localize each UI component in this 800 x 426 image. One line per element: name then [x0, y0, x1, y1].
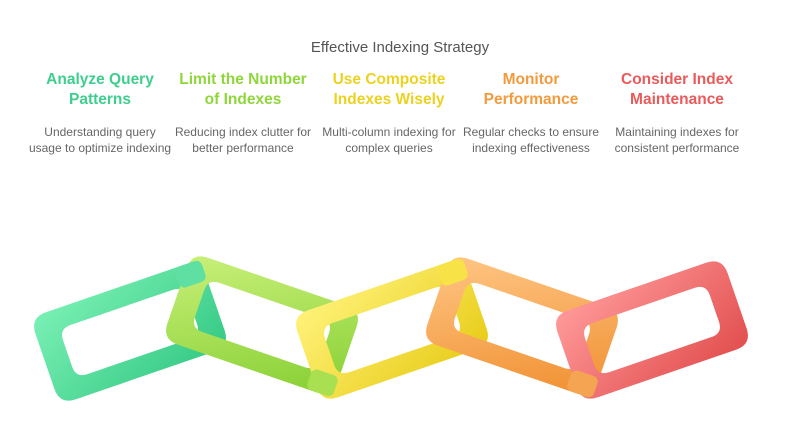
chain-link-2: [166, 256, 358, 394]
step-analyze-query-patterns: Analyze Query Patterns Understanding que…: [27, 48, 173, 156]
step-description: Maintaining indexes for consistent perfo…: [614, 125, 740, 155]
chain-link-3: [296, 261, 488, 399]
chain-link-4: [426, 257, 618, 395]
step-title: Limit the Number of Indexes: [179, 71, 307, 108]
step-title: Monitor Performance: [483, 71, 579, 108]
step-consider-index-maintenance: Consider Index Maintenance Maintaining i…: [604, 48, 750, 156]
step-monitor-performance: Monitor Performance Regular checks to en…: [458, 48, 604, 156]
step-use-composite-indexes: Use Composite Indexes Wisely Multi-colum…: [316, 48, 462, 156]
step-title: Consider Index Maintenance: [621, 71, 733, 108]
step-description: Regular checks to ensure indexing effect…: [462, 125, 600, 155]
chain-link-5: [556, 261, 748, 399]
diagram-title: Effective Indexing Strategy: [310, 39, 490, 56]
step-title: Analyze Query Patterns: [46, 71, 154, 108]
step-title: Use Composite Indexes Wisely: [332, 71, 446, 108]
step-description: Reducing index clutter for better perfor…: [174, 125, 312, 155]
chain-link-1: [34, 263, 226, 401]
step-description: Multi-column indexing for complex querie…: [322, 125, 456, 155]
step-description: Understanding query usage to optimize in…: [28, 125, 172, 155]
step-limit-number-of-indexes: Limit the Number of Indexes Reducing ind…: [170, 48, 316, 156]
